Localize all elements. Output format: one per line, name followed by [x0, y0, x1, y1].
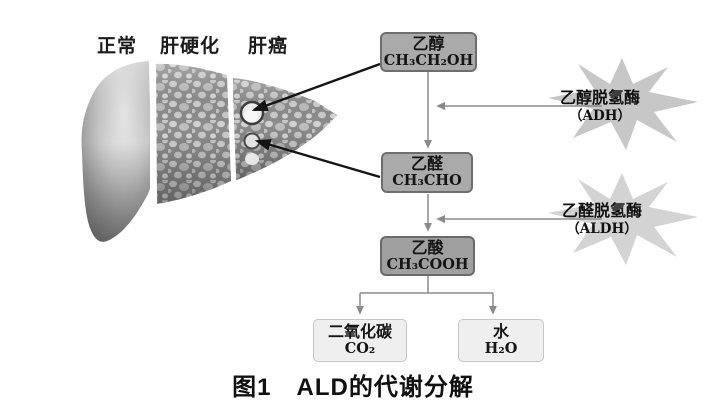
enzyme-aldh-label: 乙醛脱氢酶 （ALDH） — [536, 201, 668, 238]
node-acetaldehyde-formula: CH₃CHO — [392, 172, 462, 190]
enzyme-adh-label: 乙醇脱氢酶 （ADH） — [536, 88, 664, 125]
node-carbon-dioxide-name: 二氧化碳 — [327, 322, 392, 342]
figure-caption: 图1 ALD的代谢分解 — [232, 374, 474, 401]
node-ethanol: 乙醇 CH₃CH₂OH — [380, 32, 477, 72]
label-cirrhosis-liver: 肝硬化 — [160, 35, 221, 57]
section-divider-line — [148, 59, 158, 204]
enzyme-adh-abbr: （ADH） — [569, 108, 631, 124]
node-water-name: 水 — [492, 322, 509, 342]
node-carbon-dioxide-formula: CO₂ — [344, 340, 376, 358]
enzyme-adh-name: 乙醇脱氢酶 — [559, 88, 640, 107]
bright-nodule — [245, 153, 259, 165]
label-cancer-liver: 肝癌 — [247, 35, 288, 57]
node-water: 水 H₂O — [458, 319, 544, 362]
tumor-pointer-arrows — [251, 62, 381, 179]
flow-arrows — [356, 72, 602, 315]
enzyme-aldh-abbr: （ALDH） — [566, 221, 638, 237]
node-ethanol-formula: CH₃CH₂OH — [383, 51, 474, 69]
section-divider-line — [227, 72, 237, 183]
node-acetic-acid-name: 乙酸 — [411, 237, 444, 257]
node-acetaldehyde-name: 乙醛 — [410, 154, 443, 174]
label-normal-liver: 正常 — [96, 35, 137, 57]
enzyme-aldh-name: 乙醛脱氢酶 — [561, 201, 642, 220]
node-acetic-acid: 乙酸 CH₃COOH — [380, 236, 475, 276]
liver-illustration — [81, 59, 337, 242]
node-acetaldehyde: 乙醛 CH₃CHO — [381, 152, 473, 193]
node-acetic-acid-formula: CH₃COOH — [386, 255, 469, 273]
node-water-formula: H₂O — [484, 340, 518, 358]
node-carbon-dioxide: 二氧化碳 CO₂ — [313, 319, 407, 362]
node-ethanol-name: 乙醇 — [412, 33, 445, 53]
